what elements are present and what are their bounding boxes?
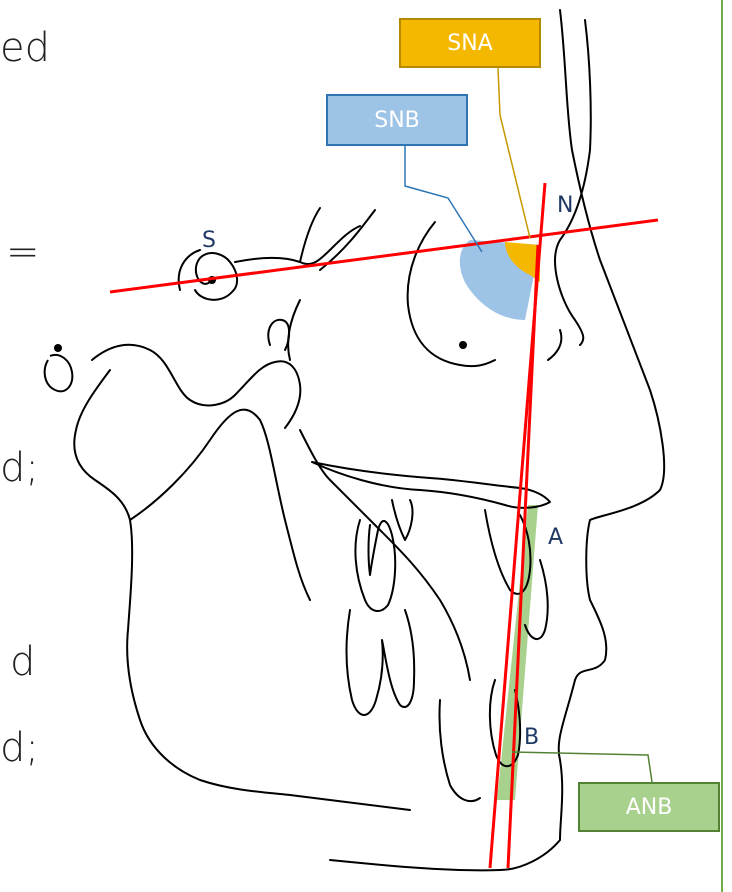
anb-leader-line: [512, 752, 652, 782]
sna-leader-line: [498, 68, 530, 238]
snb-label-box: SNB: [326, 94, 468, 146]
sna-label: SNA: [447, 31, 492, 56]
point-label-n: N: [557, 193, 573, 218]
porion-ring: [45, 355, 73, 391]
point-label-a: A: [548, 525, 563, 550]
snb-label: SNB: [374, 108, 420, 133]
sn-line: [110, 220, 658, 292]
sna-label-box: SNA: [399, 18, 541, 68]
orbitale-dot: [459, 341, 467, 349]
anb-label: ANB: [626, 795, 673, 820]
porion-dot: [54, 344, 62, 352]
point-label-b: B: [524, 725, 539, 750]
point-label-s: S: [202, 228, 216, 253]
snb-leader-line: [405, 146, 482, 252]
anb-label-box: ANB: [578, 782, 720, 832]
